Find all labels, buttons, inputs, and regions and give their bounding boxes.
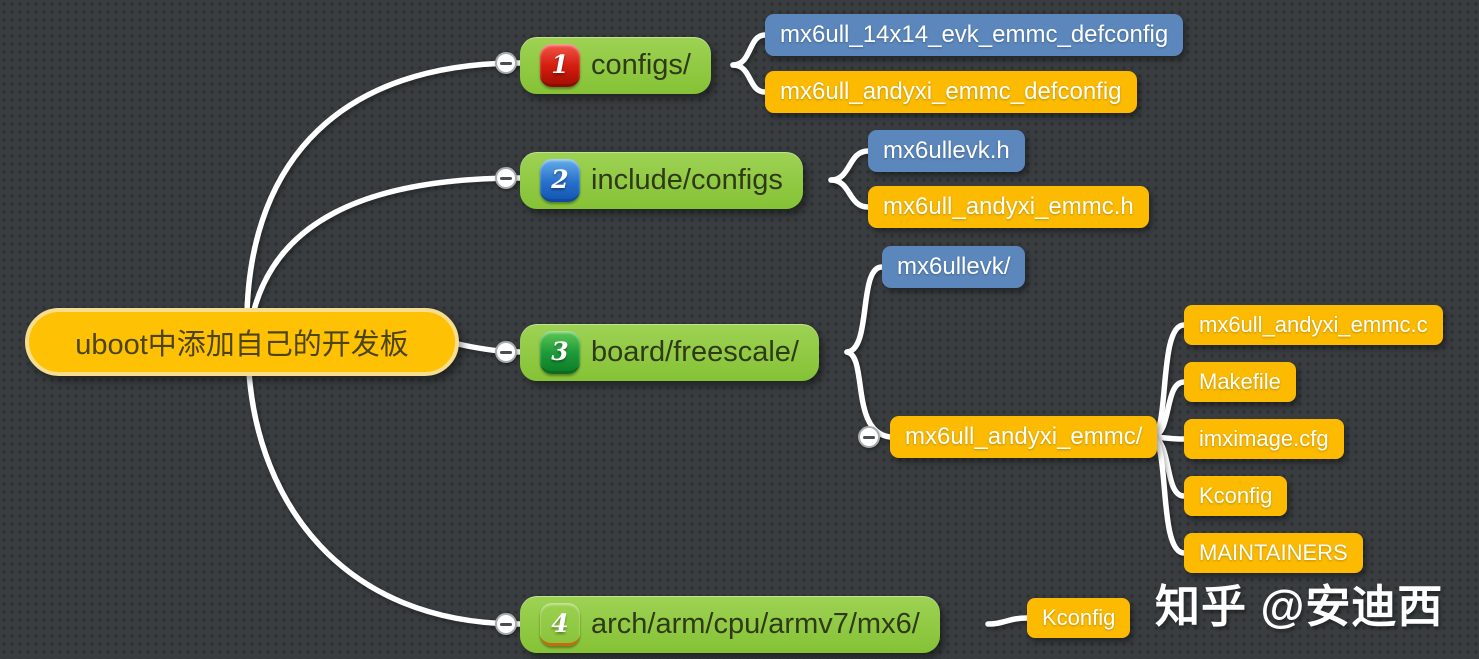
node-evk-defconfig[interactable]: mx6ull_14x14_evk_emmc_defconfig [765, 14, 1184, 56]
collapse-icon-arch[interactable] [495, 613, 517, 635]
root-topic[interactable]: uboot中添加自己的开发板 [25, 308, 459, 376]
node-mx6ullevk-h-label: mx6ullevk.h [883, 137, 1010, 164]
topic-arch-mx6[interactable]: 4 arch/arm/cpu/armv7/mx6/ [520, 596, 940, 653]
priority-4-icon: 4 [540, 603, 580, 646]
collapse-icon-include[interactable] [495, 167, 517, 189]
connector-emmc-maintainers [1149, 434, 1187, 556]
topic-board-freescale-label: board/freescale/ [591, 336, 799, 368]
topic-board-freescale[interactable]: 3 board/freescale/ [520, 324, 819, 381]
node-evk-defconfig-label: mx6ull_14x14_evk_emmc_defconfig [780, 21, 1169, 48]
node-andyxi-emmc-c[interactable]: mx6ull_andyxi_emmc.c [1184, 305, 1443, 345]
node-mx6ullevk-dir-label: mx6ullevk/ [897, 253, 1011, 280]
node-andyxi-defconfig-label: mx6ull_andyxi_emmc_defconfig [780, 78, 1122, 105]
priority-2-icon: 2 [540, 159, 580, 202]
topic-include-configs-label: include/configs [591, 164, 783, 196]
node-imximage-cfg-label: imximage.cfg [1199, 426, 1329, 451]
node-mx6ullevk-h[interactable]: mx6ullevk.h [868, 130, 1025, 172]
node-kconfig-arch-label: Kconfig [1042, 605, 1116, 630]
node-andyxi-emmc-c-label: mx6ull_andyxi_emmc.c [1199, 312, 1428, 337]
node-andyxi-emmc-dir[interactable]: mx6ull_andyxi_emmc/ [890, 416, 1158, 458]
connector-board-andyxi [844, 349, 893, 440]
priority-1-icon: 1 [540, 44, 580, 87]
connector-board-evk [844, 264, 885, 355]
node-makefile[interactable]: Makefile [1184, 362, 1296, 402]
connector-configs-andyxi [730, 62, 768, 95]
topic-include-configs[interactable]: 2 include/configs [520, 152, 803, 209]
topic-arch-mx6-label: arch/arm/cpu/armv7/mx6/ [591, 608, 920, 640]
connector-include-andyxi [828, 177, 871, 210]
collapse-icon-emmc-dir[interactable] [858, 426, 880, 448]
node-kconfig-arch[interactable]: Kconfig [1027, 598, 1131, 638]
node-kconfig-board[interactable]: Kconfig [1184, 476, 1288, 516]
connector-root-configs [244, 60, 523, 315]
node-maintainers[interactable]: MAINTAINERS [1184, 533, 1363, 573]
node-andyxi-emmc-h-label: mx6ull_andyxi_emmc.h [883, 193, 1134, 220]
connector-arch-kconfig [985, 615, 1030, 627]
collapse-icon-board[interactable] [495, 341, 517, 363]
node-mx6ullevk-dir[interactable]: mx6ullevk/ [882, 246, 1026, 288]
node-andyxi-defconfig[interactable]: mx6ull_andyxi_emmc_defconfig [765, 71, 1137, 113]
node-maintainers-label: MAINTAINERS [1199, 540, 1348, 565]
zhihu-watermark: 知乎 @安迪西 [1155, 581, 1444, 632]
node-andyxi-emmc-dir-label: mx6ull_andyxi_emmc/ [905, 423, 1143, 450]
node-makefile-label: Makefile [1199, 369, 1281, 394]
topic-configs[interactable]: 1 configs/ [520, 37, 711, 94]
node-imximage-cfg[interactable]: imximage.cfg [1184, 419, 1344, 459]
connector-root-arch [246, 369, 523, 627]
root-topic-label: uboot中添加自己的开发板 [75, 329, 409, 361]
connector-root-include [250, 175, 523, 317]
collapse-icon-configs[interactable] [495, 52, 517, 74]
topic-configs-label: configs/ [591, 49, 691, 81]
node-kconfig-board-label: Kconfig [1199, 483, 1273, 508]
connector-include-evk [828, 148, 871, 183]
priority-3-icon: 3 [540, 331, 580, 374]
connector-configs-evk [730, 32, 768, 68]
node-andyxi-emmc-h[interactable]: mx6ull_andyxi_emmc.h [868, 186, 1149, 228]
